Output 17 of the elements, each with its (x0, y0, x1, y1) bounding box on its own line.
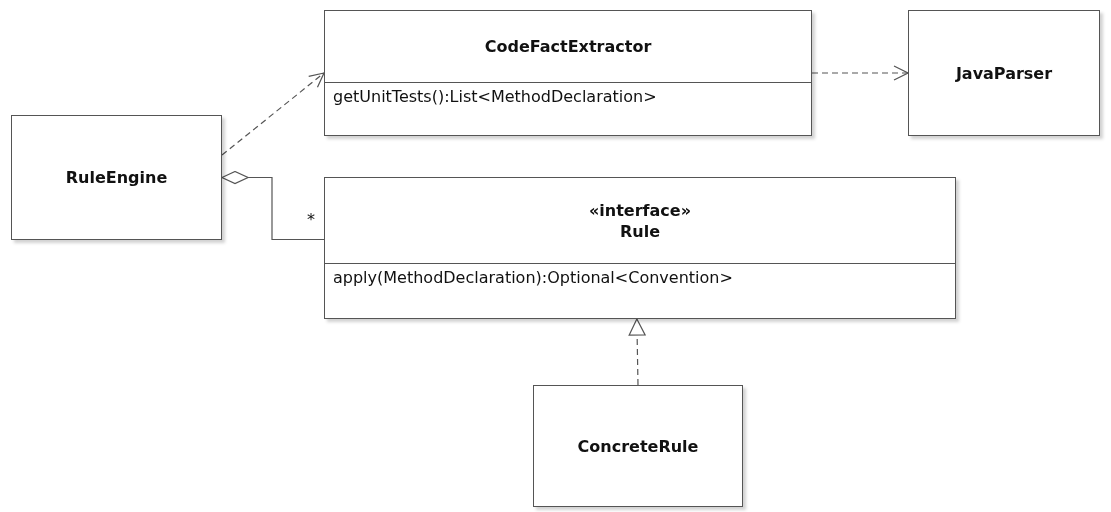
stereotype-label: «interface» (589, 199, 691, 221)
class-name: CodeFactExtractor (484, 36, 652, 57)
class-box (11, 115, 222, 240)
aggregation-line (221, 170, 325, 241)
realization-arrow (628, 318, 646, 386)
class-name: JavaParser (955, 62, 1053, 84)
dependency-arrow (811, 65, 909, 81)
class-name: RuleEngine (65, 167, 168, 188)
class-name: ConcreteRule (577, 435, 699, 457)
class-name: Rule (619, 220, 660, 242)
class-box (324, 10, 812, 136)
method-signature: getUnitTests():List<MethodDeclaration> (333, 87, 658, 106)
class-box (908, 10, 1100, 136)
dependency-arrow (221, 72, 325, 156)
class-box (533, 385, 743, 507)
method-signature: apply(MethodDeclaration):Optional<Convention> (333, 268, 734, 287)
class-box (324, 177, 956, 319)
